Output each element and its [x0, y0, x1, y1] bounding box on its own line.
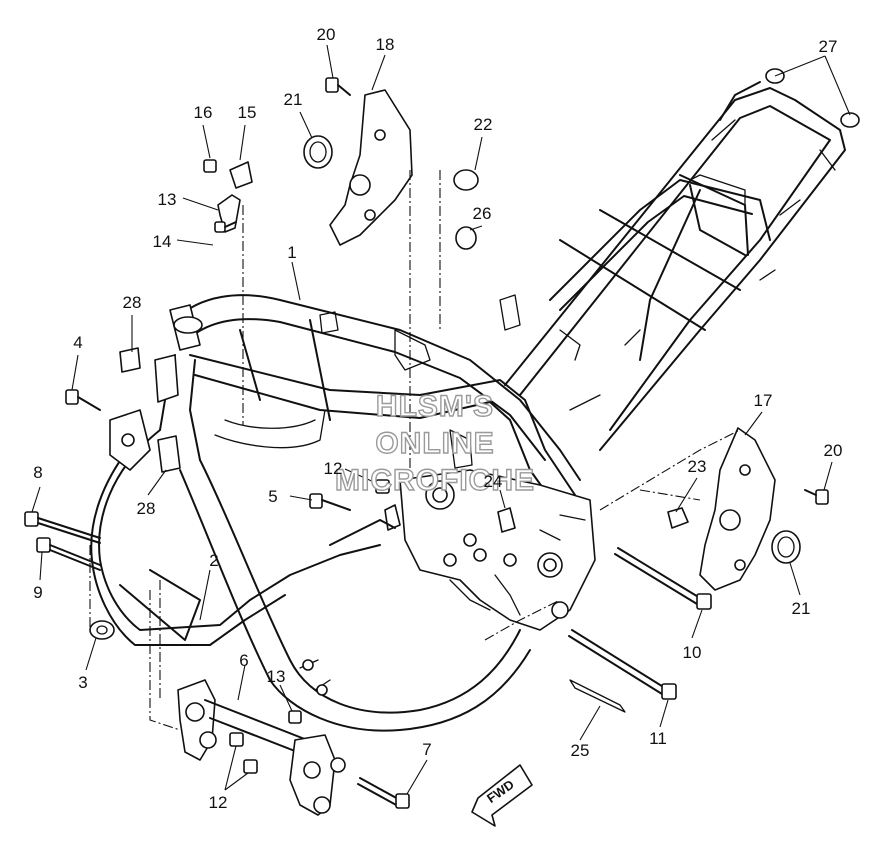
callout-9: 9: [33, 583, 42, 602]
part-10-bolt: [614, 547, 712, 610]
callout-28-lower: 28: [137, 499, 156, 518]
callout-17: 16: [194, 103, 213, 122]
callout-15: 14: [153, 232, 172, 251]
part-15-screw: [214, 221, 237, 233]
callout-21-right: 21: [792, 599, 811, 618]
part-24-clamp: [497, 507, 516, 533]
part-22-clamp: [453, 169, 479, 191]
callout-10: 10: [683, 643, 702, 662]
watermark-line-1: HLSM'S: [376, 390, 494, 423]
part-18-bracket-plate: [699, 427, 776, 591]
callout-23: 23: [688, 457, 707, 476]
part-27-caps: [765, 68, 860, 128]
callout-12-upper: 12: [324, 459, 343, 478]
part-20-bolt-right: [804, 489, 829, 505]
callout-27: 27: [819, 37, 838, 56]
callout-5: 5: [268, 487, 277, 506]
part-11-bolt: [568, 629, 677, 700]
callout-13: 13: [267, 667, 286, 686]
callout-19: 18: [376, 35, 395, 54]
part-9-bolt: [36, 537, 101, 571]
watermark: HLSM'S ONLINE MICROFICHE: [334, 389, 535, 497]
callout-14: 13: [158, 190, 177, 209]
callout-16: 15: [238, 103, 257, 122]
part-5-bolt: [309, 493, 351, 511]
fwd-arrow: FWD: [471, 764, 533, 827]
callout-12-lower: 12: [209, 793, 228, 812]
callout-22: 22: [474, 115, 493, 134]
callout-8: 8: [33, 463, 42, 482]
part-16-clip: [229, 161, 253, 189]
part-26-clamp: [455, 226, 477, 250]
part-7-bolt: [357, 777, 410, 809]
callout-20-right: 20: [824, 441, 843, 460]
callout-1: 1: [287, 243, 296, 262]
callout-numbers: 20 18 21 16 15 13 14 1 22 26 27 28 4 28 …: [33, 25, 842, 812]
part-3-clamp: [89, 620, 115, 640]
part-12-nut-upper: [375, 479, 390, 494]
part-13-nut: [288, 710, 302, 724]
callout-4: 4: [73, 333, 82, 352]
callout-20-top: 20: [317, 25, 336, 44]
callout-11: 11: [649, 729, 667, 748]
callout-6: 6: [239, 651, 248, 670]
callout-25: 25: [571, 741, 590, 760]
part-25-band: [569, 679, 626, 713]
watermark-line-3: MICROFICHE: [335, 464, 535, 497]
callout-3: 3: [78, 673, 87, 692]
part-28-labels: [119, 347, 181, 473]
part-17-nut: [203, 159, 217, 173]
assembly-lines: [89, 170, 741, 731]
callout-2: 2: [209, 551, 218, 570]
part-4-bolt: [65, 389, 101, 411]
callout-28-upper: 28: [123, 293, 142, 312]
callout-21-left: 21: [284, 90, 303, 109]
callout-7: 7: [422, 740, 431, 759]
part-20-bolt-top: [325, 77, 351, 96]
part-23-clamp: [667, 507, 689, 529]
rear-subframe: [504, 81, 846, 451]
callout-18: 17: [754, 391, 773, 410]
part-19-bracket-plate: [329, 89, 413, 246]
main-frame: [90, 294, 596, 732]
callout-24: 24: [484, 472, 503, 491]
part-8-bolt: [24, 511, 101, 544]
leader-lines: [31, 44, 851, 795]
part-21-bushing-left: [303, 135, 333, 169]
part-6-engine-mount: [177, 679, 346, 816]
watermark-line-2: ONLINE: [375, 427, 494, 460]
part-21-bushing-right: [771, 530, 801, 564]
part-12-nuts-lower: [229, 732, 258, 774]
callout-26: 26: [473, 204, 492, 223]
